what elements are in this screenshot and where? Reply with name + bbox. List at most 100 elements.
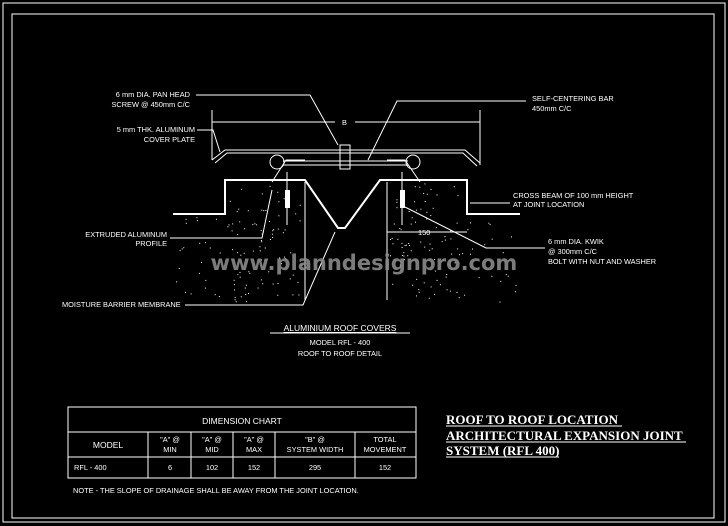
hatch-dot	[279, 267, 281, 269]
hatch-dot	[211, 258, 213, 260]
hatch-dot	[514, 291, 516, 293]
hatch-dot	[447, 263, 449, 265]
hatch-dot	[410, 250, 412, 252]
hatch-dot	[449, 264, 451, 266]
hatch-dot	[464, 267, 466, 269]
hatch-dot	[457, 248, 459, 250]
th-model: MODEL	[93, 440, 124, 450]
hatch-dot	[435, 227, 437, 229]
hatch-dot	[500, 280, 502, 282]
hatch-dot	[439, 284, 441, 286]
td-width: 295	[309, 463, 321, 472]
label-kwik-3: BOLT WITH NUT AND WASHER	[548, 257, 656, 266]
hatch-dot	[390, 255, 391, 257]
th-mid-1: "A" @	[202, 435, 222, 444]
hatch-dot	[261, 209, 263, 211]
hatch-dot	[234, 296, 236, 298]
hatch-dot	[426, 218, 428, 220]
hatch-dot	[502, 252, 504, 254]
watermark: www.planndesignpro.com	[211, 251, 518, 275]
hatch-dot	[450, 238, 452, 240]
hatch-dot	[231, 230, 233, 232]
hatch-dot	[484, 244, 486, 246]
td-max: 152	[248, 463, 260, 472]
th-total-1: TOTAL	[373, 435, 396, 444]
hatch-dot	[284, 258, 286, 260]
hatch-dot	[391, 237, 393, 239]
hatch-dot	[414, 201, 416, 203]
hatch-dot	[260, 279, 262, 281]
hatch-dot	[261, 233, 263, 235]
hatch-dot	[411, 217, 413, 219]
hatch-dot	[449, 260, 451, 262]
th-mid-2: MID	[205, 445, 219, 454]
hatch-dot	[446, 289, 448, 291]
leader-self-centering	[367, 100, 526, 161]
leader-moisture	[185, 231, 336, 306]
hatch-dot	[245, 301, 247, 303]
hatch-dot	[491, 238, 493, 240]
hatch-dot	[394, 268, 396, 270]
hatch-dot	[408, 211, 410, 212]
roller-left	[269, 154, 285, 170]
hatch-dot	[467, 229, 469, 231]
detail-model: MODEL RFL - 400	[310, 338, 371, 347]
label-self-centering-1: SELF-CENTERING BAR	[532, 94, 614, 103]
label-cross-beam-1: CROSS BEAM OF 100 mm HEIGHT	[513, 191, 634, 200]
extruded-profile-right	[387, 159, 421, 183]
hatch-dot	[408, 243, 410, 244]
hatch-dot	[416, 295, 417, 297]
hatch-dot	[236, 211, 238, 213]
hatch-dot	[426, 193, 428, 195]
hatch-dot	[179, 250, 181, 252]
th-max-1: "A" @	[244, 435, 264, 444]
label-extruded-1: EXTRUDED ALUMINUM	[85, 230, 167, 239]
hatch-dot	[429, 249, 431, 251]
hatch-dot	[295, 213, 297, 215]
hatch-dot	[260, 230, 262, 232]
hatch-dot	[430, 189, 432, 190]
hatch-dot	[263, 210, 265, 212]
hatch-dot	[301, 264, 303, 266]
hatch-dot	[444, 239, 446, 241]
hatch-dot	[470, 222, 471, 224]
hatch-dot	[247, 210, 249, 212]
hatch-dot	[453, 186, 455, 188]
detail-title: ALUMINIUM ROOF COVERS	[284, 323, 397, 333]
right-slab-outline	[400, 179, 520, 215]
hatch-dot	[261, 241, 263, 243]
hatch-dot	[456, 222, 458, 224]
hatch-dot	[419, 186, 421, 188]
hatch-dot	[507, 275, 509, 277]
hatch-dot	[271, 233, 273, 235]
hatch-dot	[237, 234, 239, 236]
left-slab-outline	[173, 179, 283, 215]
hatch-dot	[515, 284, 517, 286]
hatch-dot	[284, 256, 286, 258]
hatch-dot	[232, 249, 234, 251]
hatch-dot	[244, 228, 246, 230]
hatch-dot	[233, 284, 235, 286]
hatch-dot	[472, 248, 473, 250]
hatch-dot	[424, 183, 426, 185]
hatch-dot	[181, 248, 183, 250]
hatch-dot	[431, 248, 433, 250]
hatch-dot	[259, 246, 261, 248]
hatch-dot	[204, 287, 206, 289]
hatch-dot	[199, 242, 201, 244]
hatch-dot	[185, 222, 187, 224]
hatch-dot	[256, 224, 258, 226]
hatch-dot	[234, 289, 235, 291]
td-mid: 102	[206, 463, 218, 472]
th-width-1: "B" @	[305, 435, 325, 444]
label-self-centering-2: 450mm C/C	[532, 104, 572, 113]
hatch-dot	[238, 208, 240, 210]
hatch-dot	[248, 271, 250, 273]
hatch-dot	[392, 243, 394, 245]
hatch-dot	[499, 301, 501, 303]
hatch-dot	[241, 188, 243, 190]
hatch-dot	[277, 191, 279, 193]
hatch-dot	[254, 223, 256, 225]
hatch-dot	[400, 266, 402, 268]
